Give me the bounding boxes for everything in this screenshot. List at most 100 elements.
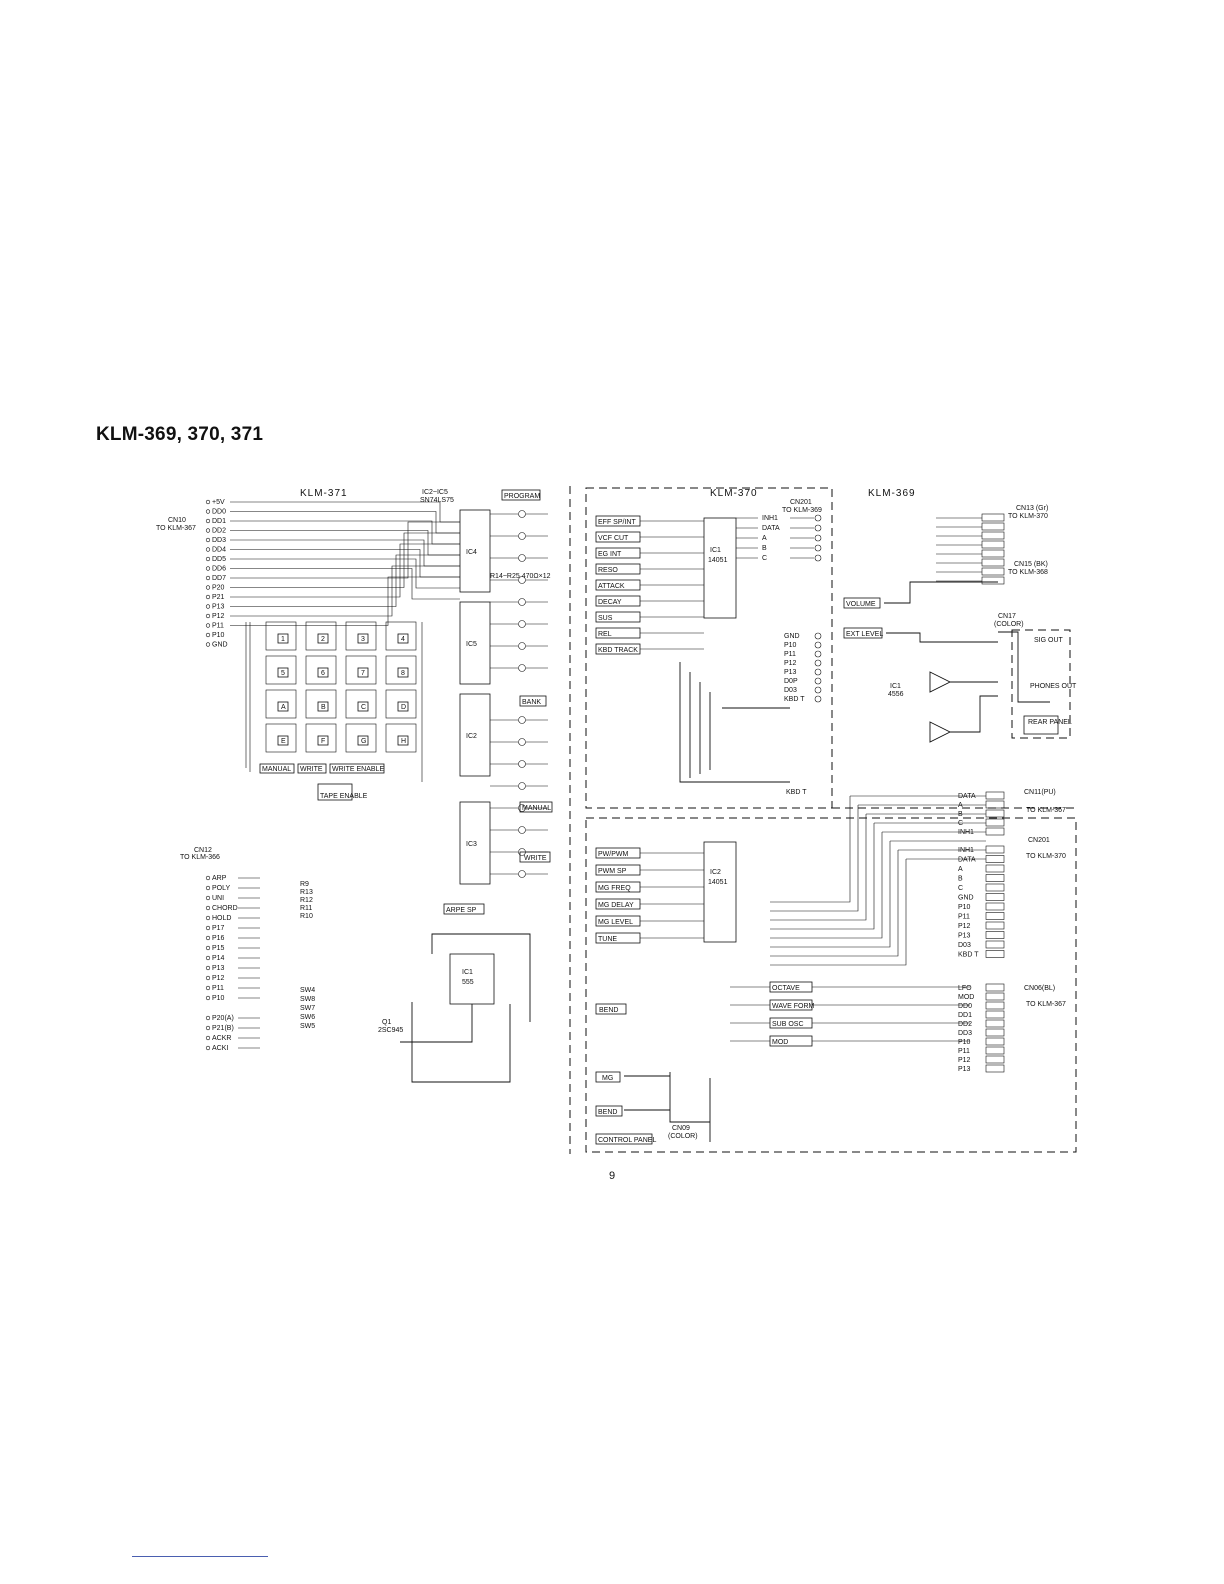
cn12-pin-label: HOLD: [212, 915, 231, 922]
cn201-pins-label: P11: [958, 914, 970, 921]
led-label-manual: MANUAL: [522, 805, 551, 812]
cn06-pins-box: [985, 1028, 1005, 1037]
cn12-pin-terminal: [205, 1015, 211, 1021]
cn06-label: CN06(BL): [1024, 985, 1055, 992]
arp-switch-label: SW8: [300, 996, 315, 1003]
led-label-bank: BANK: [522, 699, 541, 706]
pinout-label: GND: [784, 633, 800, 640]
cn12-pin-terminal: [205, 945, 211, 951]
cn11-pins-label: INH1: [958, 829, 974, 836]
arp-switch-label: SW5: [300, 1023, 315, 1030]
slider-label: RESO: [598, 567, 618, 574]
timer-555: IC1 555: [449, 953, 495, 1005]
cn13-pin-box: [981, 540, 1005, 549]
ic2-block: IC2: [459, 693, 491, 777]
led: [518, 598, 526, 606]
cn10-pin-terminal: [205, 632, 211, 638]
key-label: 4: [401, 636, 405, 643]
key-cell: [345, 621, 377, 651]
slider-label: EFF SP/INT: [598, 519, 636, 526]
ic4-label: IC4: [466, 549, 477, 556]
key-cap: [277, 735, 289, 746]
slider-label: REL: [598, 631, 612, 638]
cn12-pin-label: P11: [212, 985, 224, 992]
cn06-pins-label: DD2: [958, 1021, 972, 1028]
ic5-block: IC5: [459, 601, 491, 685]
pinout-label: D03: [784, 687, 797, 694]
section-label-klm370: KLM-370: [710, 488, 758, 499]
cn201-pins-box: [985, 883, 1005, 892]
cn10-pin-label: P13: [212, 604, 225, 611]
route-line: [770, 840, 986, 948]
pinout-terminal: [814, 677, 822, 685]
key-cell: [345, 723, 377, 753]
cn11-label: CN11(PU): [1024, 789, 1056, 796]
cn12-pin-label: P17: [212, 925, 225, 932]
cn201-pins-box: [985, 931, 1005, 939]
mux-ic2-label: IC2: [710, 869, 721, 876]
cn201-pins-box: [985, 912, 1005, 920]
ic-part-label: SN74LS75: [420, 497, 454, 504]
cn10-label: CN10: [168, 517, 186, 524]
cn12-pin-label: P15: [212, 945, 225, 952]
route-line: [770, 822, 986, 930]
pinout-terminal: [814, 668, 822, 676]
led: [518, 738, 526, 746]
cn12-pin-list: ARPPOLYUNICHORDHOLDP17P16P15P14P13P12P11…: [205, 875, 260, 1052]
timer-wiring: [400, 933, 531, 1083]
cn201-pins-label: A: [958, 866, 963, 873]
audio-output-stage: [884, 581, 1050, 743]
cn10-pin-terminal: [205, 585, 211, 590]
footnote-rule: [132, 1556, 268, 1557]
key-cell: [305, 621, 337, 651]
page-number: 9: [608, 1170, 616, 1182]
cn13-destination: TO KLM-370: [1008, 513, 1048, 520]
cn17-color: (COLOR): [994, 621, 1024, 628]
led: [518, 848, 526, 856]
keyboard-switch-matrix: [679, 662, 790, 783]
cn06-pins-box: [985, 1064, 1005, 1073]
opamp-part-label: 4556: [888, 691, 904, 698]
control-panel-label: CONTROL PANEL: [598, 1137, 656, 1144]
cn12-pin-label: P21(B): [212, 1025, 234, 1032]
cn09-label: CN09: [672, 1125, 690, 1132]
bus-line: [230, 543, 460, 598]
mux-output-terminal: [814, 514, 822, 522]
cn13-pin-box: [981, 531, 1005, 540]
cn12-pin-terminal: [205, 995, 211, 1001]
cn201-pins-box: [985, 950, 1005, 958]
cn12-pin-label: P10: [212, 995, 225, 1002]
led-resistor-note: R14~R25 470Ω×12: [490, 573, 551, 580]
write-led-group: WRITE: [519, 851, 551, 863]
cn10-pin-label: DD4: [212, 547, 226, 554]
key-cell: [265, 723, 297, 753]
bus-line: [230, 558, 460, 589]
bus-line: [230, 530, 460, 556]
cn10-pin-terminal: [205, 642, 211, 647]
led: [518, 576, 526, 584]
cn10-pin-terminal: [205, 537, 211, 543]
tape-enable-group: TAPE ENABLE: [317, 783, 368, 801]
key-label: 6: [321, 670, 325, 677]
bus-line: [230, 549, 460, 578]
cn13-label: CN13 (Gr): [1016, 505, 1048, 512]
cn12-pin-terminal: [205, 935, 211, 941]
rear-panel-group: REAR PANEL: [1023, 715, 1072, 735]
cn10-pin-terminal: [205, 509, 211, 514]
slider-label: MG DELAY: [598, 902, 634, 909]
mux-ic2: IC2 14051: [703, 841, 737, 943]
cn10-pin-list: +5VDD0DD1DD2DD3DD4DD5DD6DD7P20P21P13P12P…: [205, 499, 228, 649]
pull-resistor-label: R10: [300, 913, 313, 920]
cn12-pin-terminal: [205, 1025, 211, 1031]
cn12-pin-label: P16: [212, 935, 225, 942]
key-cell: [345, 689, 377, 719]
interboard-routing: [770, 795, 986, 966]
cn201-destination: TO KLM-370: [1026, 853, 1066, 860]
mux-output-terminal: [814, 544, 822, 552]
mode-label-write: WRITE: [300, 766, 323, 773]
arp-switch-label: SW4: [300, 987, 315, 994]
